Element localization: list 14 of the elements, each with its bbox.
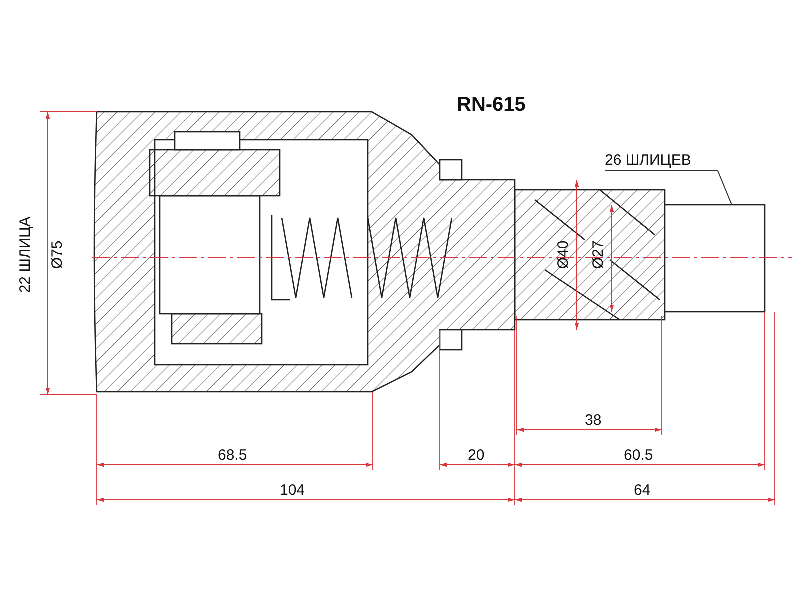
dimension-label: Ø75 bbox=[49, 240, 68, 270]
leader-line bbox=[604, 170, 732, 206]
dimension-label: 64 bbox=[634, 482, 651, 500]
dimension-label: 68.5 bbox=[218, 447, 248, 465]
dimension-label: 104 bbox=[280, 482, 306, 500]
shaft-end bbox=[664, 204, 766, 313]
dimension-label: 38 bbox=[585, 412, 602, 430]
dimension-label: Ø40 bbox=[555, 240, 574, 270]
dimension-label: 22 ШЛИЦА bbox=[17, 216, 36, 294]
dimension-label: 60.5 bbox=[624, 447, 654, 465]
dimension-label: Ø27 bbox=[590, 240, 608, 270]
callout-label: 26 ШЛИЦЕВ bbox=[605, 152, 692, 170]
part-number: RN-615 bbox=[457, 93, 526, 117]
dimension-label: 20 bbox=[468, 447, 485, 465]
